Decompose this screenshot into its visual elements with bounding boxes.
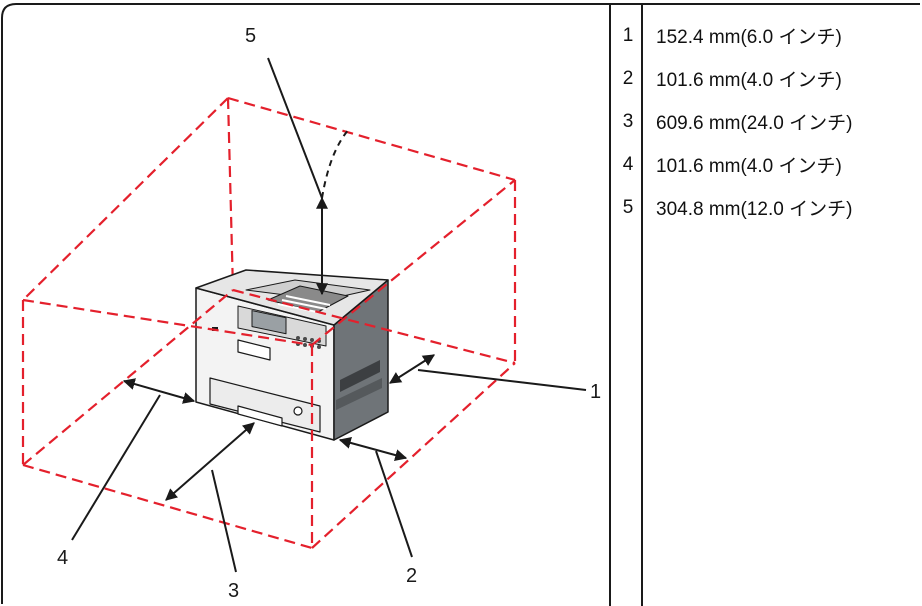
legend-number: 1 xyxy=(622,24,634,46)
figure-frame xyxy=(1,3,920,606)
legend-row: 1 152.4 mm(6.0 インチ) xyxy=(613,14,922,57)
callout-2: 2 xyxy=(406,565,417,587)
clearance-box-front xyxy=(21,179,517,550)
legend-value: 101.6 mm(4.0 インチ) xyxy=(656,156,842,177)
callout-4: 4 xyxy=(57,547,68,569)
callout-5: 5 xyxy=(245,25,256,47)
legend-number: 4 xyxy=(622,153,634,175)
legend-value: 101.6 mm(4.0 インチ) xyxy=(656,70,842,91)
dimension-legend-table: 1 152.4 mm(6.0 インチ) 2 101.6 mm(4.0 インチ) … xyxy=(613,14,922,229)
dimension-arrows xyxy=(122,127,436,501)
legend-row: 3 609.6 mm(24.0 インチ) xyxy=(613,100,922,143)
legend-row: 5 304.8 mm(12.0 インチ) xyxy=(613,186,922,229)
legend-row: 4 101.6 mm(4.0 インチ) xyxy=(613,143,922,186)
legend-number: 3 xyxy=(622,110,634,132)
legend-row: 2 101.6 mm(4.0 インチ) xyxy=(613,57,922,100)
legend-value: 609.6 mm(24.0 インチ) xyxy=(656,113,853,134)
legend-number: 2 xyxy=(622,67,634,89)
leader-lines xyxy=(71,57,587,573)
legend-number: 5 xyxy=(622,196,634,218)
clearance-box-back xyxy=(22,96,516,301)
legend-value: 152.4 mm(6.0 インチ) xyxy=(656,27,842,48)
callout-1: 1 xyxy=(590,381,601,403)
legend-value: 304.8 mm(12.0 インチ) xyxy=(656,199,853,220)
printer xyxy=(195,269,389,441)
callout-3: 3 xyxy=(228,580,239,602)
